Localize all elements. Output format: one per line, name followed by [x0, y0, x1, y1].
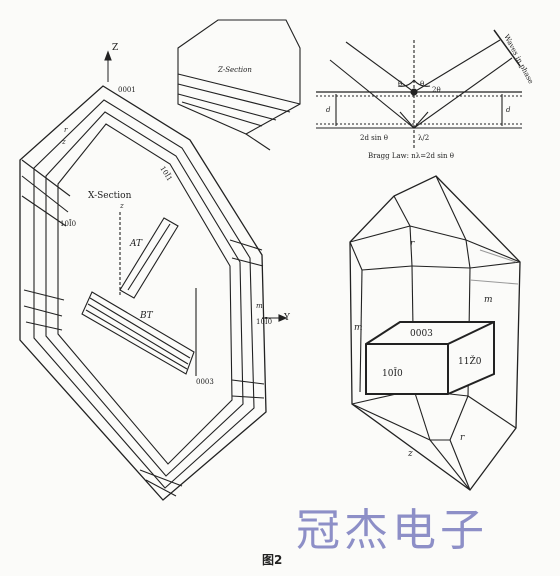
face-z-label: z	[61, 138, 66, 146]
two-theta: 2θ	[432, 86, 441, 94]
theta-right: θ	[420, 80, 424, 88]
watermark-text: 冠杰电子	[296, 505, 488, 556]
quartz-m-left: m	[354, 323, 363, 333]
y-axis-label: Y	[283, 313, 291, 323]
face-r-label: r	[64, 126, 68, 134]
quartz-m-right: m	[484, 295, 493, 305]
face-0003-label: 0003	[196, 378, 214, 386]
theta-left: θ	[398, 80, 402, 88]
z-section-crystal	[177, 19, 301, 151]
z-axis-label: Z	[112, 43, 118, 53]
at-label: AT	[129, 239, 143, 249]
waves-in-phase: Waves in phase	[502, 33, 535, 85]
path-formula: 2d sin θ	[360, 134, 388, 142]
bragg-diagram	[316, 29, 522, 150]
x-section-crystal	[19, 50, 288, 501]
figure-caption: 图2	[262, 553, 283, 567]
x-section-label: X-Section	[88, 191, 132, 201]
small-z-label: z	[119, 202, 124, 210]
at-cut-plate	[119, 212, 179, 299]
block-top-label: 0003	[410, 329, 433, 339]
face-1010-right: 10Ī0	[256, 317, 272, 326]
quartz-block	[365, 321, 495, 395]
bt-cut-plate	[81, 288, 197, 376]
d-left: d	[326, 106, 331, 114]
d-right: d	[506, 106, 511, 114]
bt-label: BT	[139, 311, 154, 321]
face-1010-label: 10Ī0	[60, 219, 76, 228]
bragg-law: Bragg Law: nλ=2d sin θ	[368, 152, 454, 160]
block-side-label: 11Ž0	[458, 355, 482, 367]
face-0001-top: 0001	[118, 86, 136, 94]
quartz-z-bottom: z	[407, 449, 413, 459]
quartz-r-bottom: r	[460, 433, 465, 443]
quartz-r-top: r	[410, 239, 415, 249]
z-section-title: Z-Section	[217, 66, 252, 74]
block-front-label: 10Ī0	[382, 367, 403, 379]
m-axis-label: m	[256, 302, 263, 310]
lambda-half: λ/2	[418, 134, 429, 142]
